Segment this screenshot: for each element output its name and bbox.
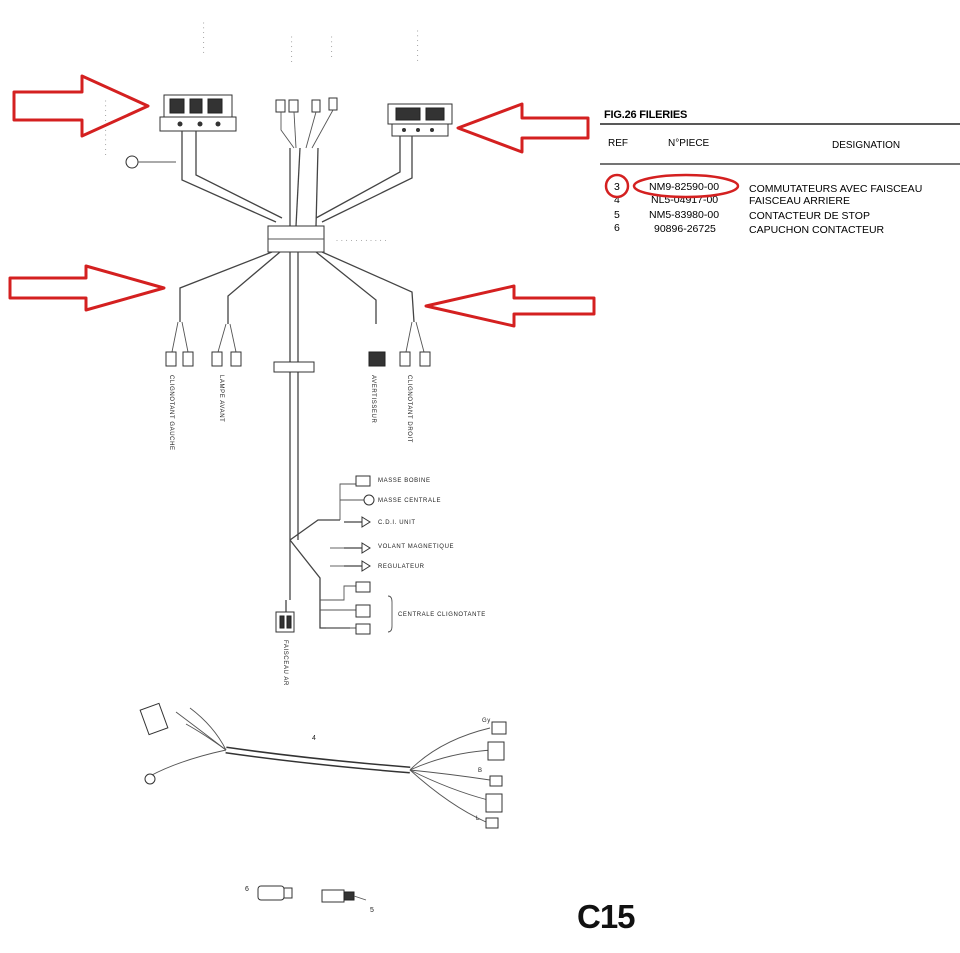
- svg-text:· · · · · ·: · · · · · ·: [288, 36, 294, 63]
- row-designation: CAPUCHON CONTACTEUR: [749, 224, 885, 236]
- row-ref: 6: [614, 222, 620, 234]
- parts-table: FIG.26 FILERIES REF N°PIECE DESIGNATION …: [600, 109, 960, 236]
- label-faisceau-ar: FAISCEAU AR: [282, 640, 288, 686]
- row-part: NM5-83980-00: [649, 209, 719, 221]
- highlight-circle-ref: [604, 173, 630, 199]
- highlight-arrow-mid-left: [8, 264, 166, 312]
- label-masse-bobine: MASSE BOBINE: [378, 478, 431, 484]
- left-handlebar-switch: [159, 94, 237, 132]
- contact-cap-part: [257, 885, 293, 901]
- label-lampe-avant: LAMPE AVANT: [218, 375, 224, 422]
- row-part: 90896-26725: [654, 223, 716, 235]
- row-ref: 3: [614, 181, 620, 193]
- header-designation: DESIGNATION: [832, 140, 900, 151]
- label-centrale-clignotante: CENTRALE CLIGNOTANTE: [398, 612, 486, 618]
- harness-clamp: · · · · · · · · · · ·: [267, 225, 387, 253]
- horn-connector: [368, 351, 386, 367]
- highlight-ellipse-part: [632, 173, 740, 199]
- svg-text:· · · · · · ·: · · · · · · ·: [200, 22, 206, 54]
- row-ref: 4: [614, 194, 620, 206]
- row-designation: FAISCEAU ARRIERE: [749, 195, 850, 207]
- label-avertisseur: AVERTISSEUR: [370, 375, 376, 423]
- ground-eyelet-left: [125, 155, 176, 169]
- label-ref-5: 5: [370, 907, 375, 914]
- svg-text:· · · · · · ·: · · · · · · ·: [414, 30, 420, 62]
- header-part: N°PIECE: [668, 138, 710, 149]
- row-ref: 5: [614, 209, 620, 221]
- label-wire-l: L: [476, 816, 480, 822]
- header-ref: REF: [608, 138, 628, 149]
- left-blinker-connectors: [165, 321, 194, 367]
- label-clignotant-gauche: CLIGNOTANT GAUCHE: [168, 375, 174, 451]
- label-cdi-unit: C.D.I. UNIT: [378, 520, 416, 526]
- label-volant-magnetique: VOLANT MAGNETIQUE: [378, 544, 454, 550]
- svg-text:· · · · · · · · · · · ·: · · · · · · · · · · · ·: [102, 100, 108, 156]
- table-title: FIG.26 FILERIES: [604, 109, 687, 121]
- right-blinker-connectors: [399, 321, 431, 367]
- label-clignotant-droit: CLIGNOTANT DROIT: [406, 375, 412, 443]
- right-handlebar-switch: [387, 103, 453, 137]
- row-part: NM9-82590-00: [649, 181, 719, 193]
- row-designation: CONTACTEUR DE STOP: [749, 210, 870, 222]
- top-center-connectors: [275, 97, 338, 149]
- label-wire-gy: Gy: [482, 718, 491, 724]
- highlight-arrow-mid-right: [424, 284, 596, 328]
- label-ref-6: 6: [245, 886, 250, 893]
- lower-right-connectors: [344, 475, 375, 635]
- front-lamp-connectors: [211, 323, 242, 367]
- rear-harness-connector: [275, 611, 295, 633]
- rear-harness-drawing: [139, 702, 507, 829]
- label-wire-b: B: [478, 768, 483, 774]
- row-designation: COMMUTATEURS AVEC FAISCEAU: [749, 183, 922, 195]
- page-code: C15: [577, 898, 636, 935]
- label-regulateur: REGULATEUR: [378, 564, 425, 570]
- svg-text:· · · · ·: · · · · ·: [328, 36, 334, 58]
- highlight-arrow-top-right: [456, 102, 590, 154]
- label-harness-ref: 4: [312, 735, 317, 742]
- svg-text:· · · · · · · · · · ·: · · · · · · · · · · ·: [336, 238, 387, 244]
- stop-switch-part: [321, 889, 367, 903]
- highlight-arrow-top-left: [12, 74, 150, 138]
- label-masse-centrale: MASSE CENTRALE: [378, 498, 441, 504]
